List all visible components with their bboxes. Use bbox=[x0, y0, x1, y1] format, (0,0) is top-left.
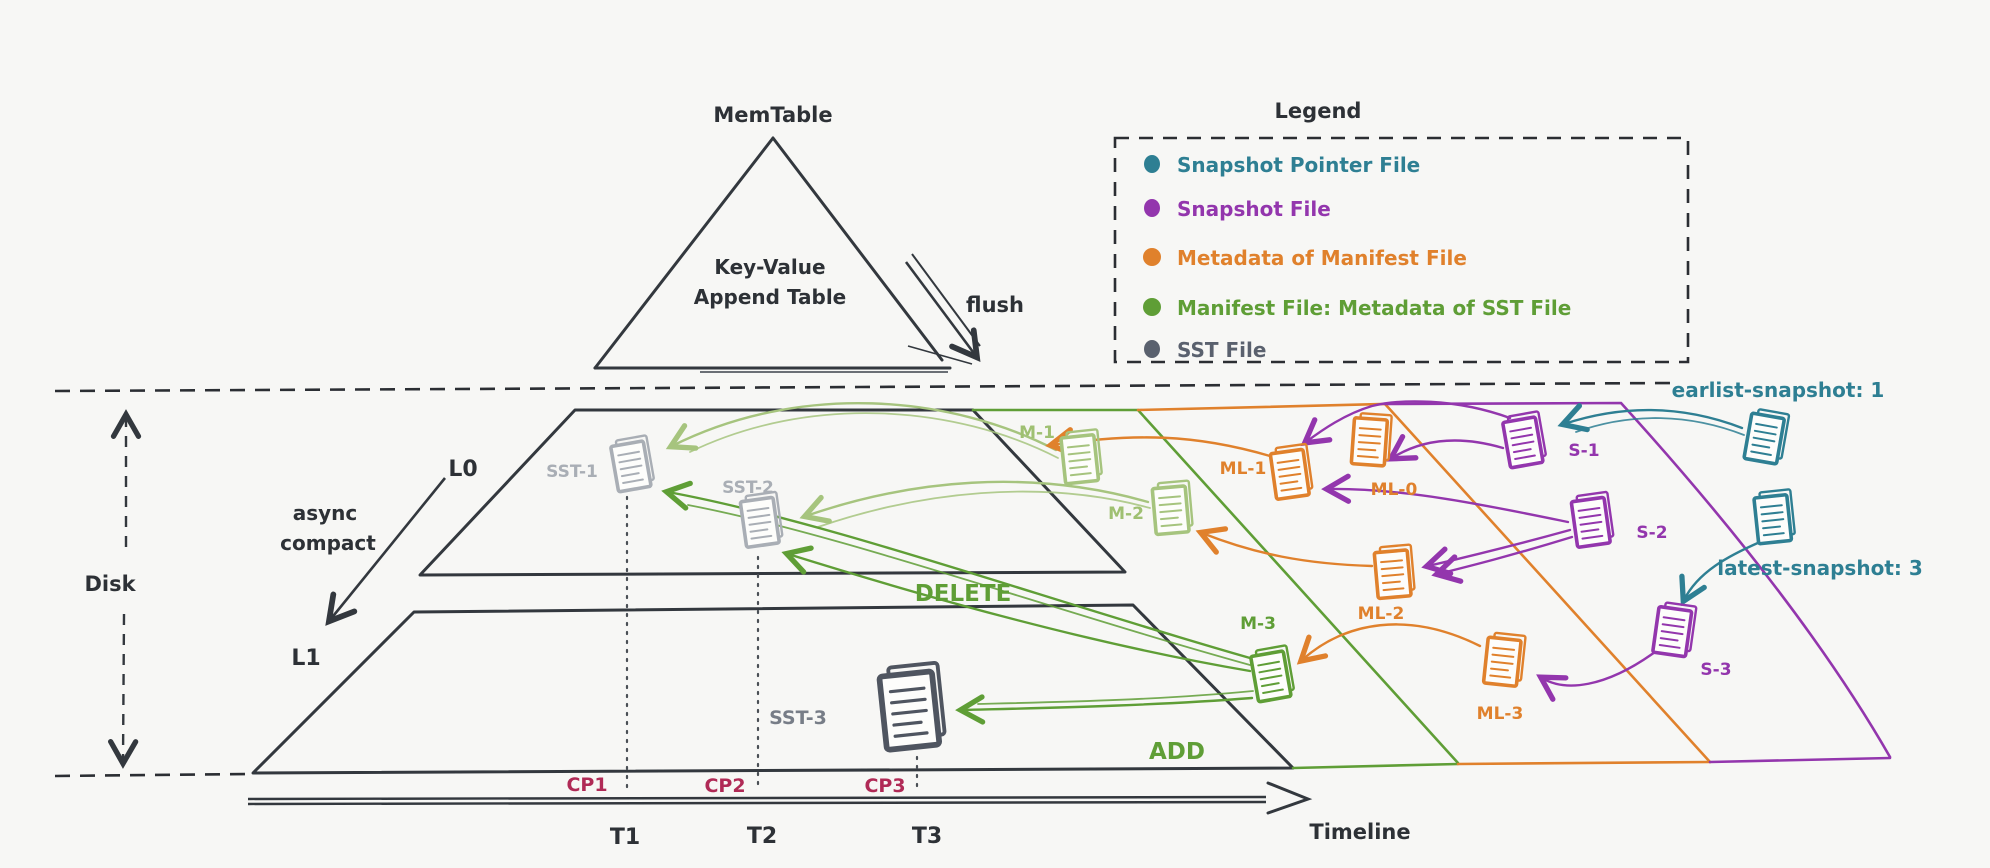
l0-label: L0 bbox=[448, 457, 477, 482]
legend-item-manifest-file: Manifest File: Metadata of SST File bbox=[1177, 296, 1571, 320]
l1-label: L1 bbox=[291, 646, 320, 671]
m1-label: M-1 bbox=[1019, 423, 1055, 443]
arrow-s1-to-ml1 bbox=[1300, 400, 1512, 447]
latest-snapshot-label: latest-snapshot: 3 bbox=[1717, 556, 1923, 580]
arrow-m3-to-sst2-delete bbox=[781, 545, 1252, 673]
m2-file-icon bbox=[1150, 478, 1195, 537]
m3-label: M-3 bbox=[1240, 614, 1276, 634]
sst-file-dot-icon bbox=[1144, 340, 1160, 358]
ml3-label: ML-3 bbox=[1477, 704, 1524, 724]
arrow-earliest-pointer-to-s1 bbox=[1557, 403, 1745, 436]
sst3-label: SST-3 bbox=[769, 707, 827, 729]
metadata-manifest-dot-icon bbox=[1143, 248, 1161, 266]
delete-operation-label: DELETE bbox=[915, 581, 1012, 607]
legend-item-sst-file: SST File bbox=[1177, 338, 1266, 362]
flush-arrow bbox=[904, 253, 981, 365]
timeline-label: Timeline bbox=[1309, 820, 1410, 844]
async-compact-line2: compact bbox=[280, 531, 376, 555]
legend-box bbox=[1113, 136, 1690, 364]
ml0-file-icon bbox=[1349, 410, 1394, 468]
manifest-file-dot-icon bbox=[1143, 298, 1161, 316]
snapshot-region-outline bbox=[1383, 401, 1892, 764]
s2-label: S-2 bbox=[1636, 523, 1667, 543]
sst1-file-icon bbox=[607, 433, 657, 494]
disk-label: Disk bbox=[84, 572, 136, 596]
earliest-snapshot-label: earlist-snapshot: 1 bbox=[1672, 378, 1885, 402]
tick-t3-label: T3 bbox=[912, 824, 942, 849]
tick-t2-label: T2 bbox=[747, 824, 777, 849]
memtable-content-line2: Append Table bbox=[694, 285, 847, 309]
ml2-file-icon bbox=[1372, 542, 1417, 601]
legend-item-snapshot-pointer-file: Snapshot Pointer File bbox=[1177, 153, 1420, 177]
checkpoint-cp2-label: CP2 bbox=[704, 775, 745, 797]
ml1-file-icon bbox=[1267, 441, 1316, 502]
memtable-label: MemTable bbox=[713, 103, 832, 127]
s3-file-icon bbox=[1650, 599, 1699, 660]
latest-snapshot-pointer-file-icon bbox=[1751, 487, 1798, 546]
legend-item-metadata-of-manifest: Metadata of Manifest File bbox=[1177, 246, 1467, 270]
s1-label: S-1 bbox=[1568, 441, 1599, 461]
earliest-snapshot-pointer-file-icon bbox=[1742, 406, 1792, 467]
arrow-m3-to-sst3-add bbox=[955, 690, 1254, 725]
add-operation-label: ADD bbox=[1149, 739, 1205, 765]
legend-title: Legend bbox=[1275, 99, 1362, 123]
s2-file-icon bbox=[1568, 489, 1617, 550]
arrow-ml2-to-m2 bbox=[1195, 526, 1374, 568]
arrow-m1-to-sst1 bbox=[665, 401, 1059, 459]
snapshot-file-dot-icon bbox=[1144, 199, 1160, 217]
m2-label: M-2 bbox=[1108, 504, 1144, 524]
l1-trapezoid bbox=[251, 603, 1295, 775]
ml2-label: ML-2 bbox=[1358, 604, 1405, 624]
async-compact-line1: async bbox=[293, 501, 358, 525]
arrow-s2-to-ml2 bbox=[1421, 528, 1574, 584]
memtable-content-line1: Key-Value bbox=[714, 255, 825, 279]
sst2-file-icon bbox=[737, 489, 786, 550]
arrow-s1-to-ml0 bbox=[1386, 434, 1505, 462]
async-compact-arrow bbox=[325, 477, 447, 626]
sst1-label: SST-1 bbox=[546, 462, 598, 482]
ml3-file-icon bbox=[1481, 630, 1528, 689]
arrow-ml3-to-m3 bbox=[1296, 623, 1482, 665]
legend-item-snapshot-file: Snapshot File bbox=[1177, 197, 1331, 221]
tick-t1-label: T1 bbox=[610, 825, 640, 850]
memtable-triangle bbox=[593, 136, 952, 373]
s3-label: S-3 bbox=[1700, 660, 1731, 680]
metadata-region-outline bbox=[1136, 402, 1712, 766]
flush-label: flush bbox=[966, 293, 1024, 317]
timeline-axis[interactable] bbox=[247, 781, 1313, 815]
sst2-label: SST-2 bbox=[722, 478, 774, 498]
l0-trapezoid bbox=[418, 408, 1127, 577]
arrow-s2-to-ml1 bbox=[1321, 473, 1570, 524]
m3-file-icon bbox=[1247, 643, 1297, 704]
sst3-file-icon bbox=[878, 663, 945, 750]
checkpoint-cp3-label: CP3 bbox=[864, 775, 905, 797]
ml0-label: ML-0 bbox=[1371, 480, 1418, 500]
disk-extent-arrow bbox=[108, 409, 142, 769]
snapshot-pointer-file-dot-icon bbox=[1144, 155, 1160, 173]
arrow-m2-to-sst2 bbox=[799, 480, 1151, 528]
disk-bottom-divider bbox=[54, 772, 251, 778]
arrow-s3-to-ml3 bbox=[1536, 650, 1657, 702]
m1-file-icon bbox=[1058, 427, 1105, 486]
checkpoint-cp1-label: CP1 bbox=[566, 774, 607, 796]
ml1-label: ML-1 bbox=[1220, 459, 1267, 479]
legend-items: Snapshot Pointer File Snapshot File Meta… bbox=[1143, 153, 1571, 362]
timeline-arrowhead-icon bbox=[1266, 781, 1313, 815]
memory-disk-divider bbox=[54, 381, 1676, 393]
arrow-latest-pointer-to-s3 bbox=[1679, 540, 1762, 607]
s1-file-icon bbox=[1499, 409, 1549, 470]
